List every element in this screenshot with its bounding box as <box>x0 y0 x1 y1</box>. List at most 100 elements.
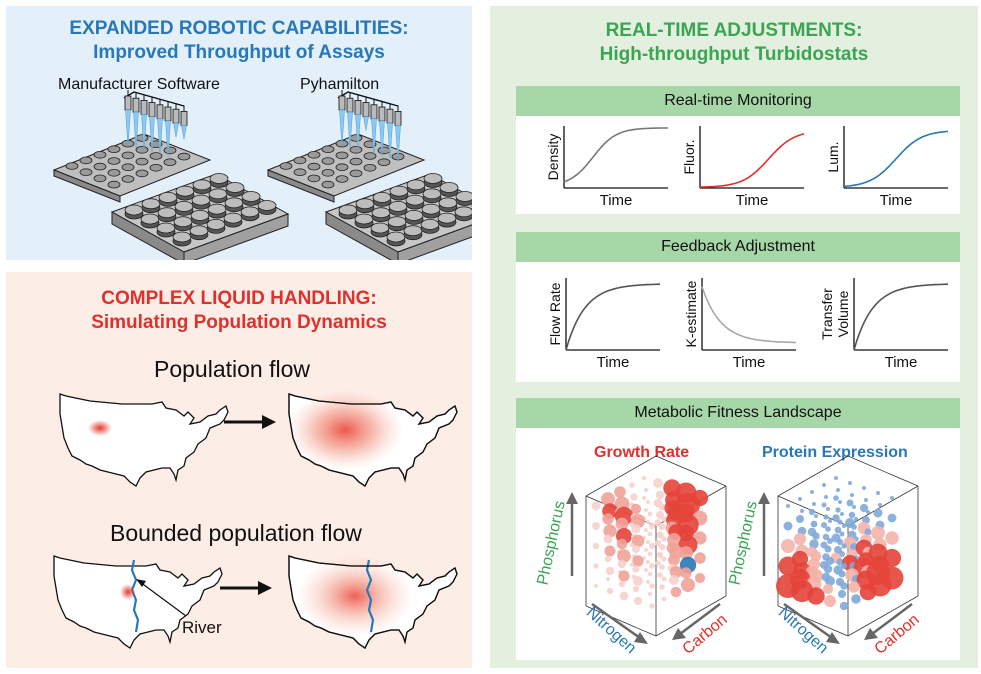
fitness-point <box>618 580 626 588</box>
fitness-point <box>658 543 666 551</box>
fitness-point <box>821 502 827 508</box>
pipette-channel <box>354 100 362 115</box>
fitness-point <box>647 511 653 517</box>
large-well <box>422 188 442 200</box>
fitness-point <box>661 516 667 522</box>
fitness-point <box>630 503 642 515</box>
river-pointer <box>136 579 187 617</box>
fitness-point <box>669 565 683 579</box>
realtime-title: REAL-TIME ADJUSTMENTS: <box>605 20 863 41</box>
pipette-channel <box>362 102 370 117</box>
large-well <box>140 213 160 225</box>
large-well <box>388 200 408 212</box>
axis-arrows <box>758 492 913 644</box>
curve <box>700 133 805 188</box>
small-well <box>363 152 377 160</box>
pipette-tip <box>141 114 147 151</box>
x-label: Time <box>733 354 766 371</box>
fitness-point <box>826 557 834 565</box>
fitness-point <box>838 500 842 504</box>
fitness-point <box>807 587 825 605</box>
fitness-point <box>809 539 819 549</box>
fitness-point <box>649 583 655 589</box>
cube-edge <box>777 455 849 497</box>
fitness-point <box>655 560 661 566</box>
plate-left <box>52 90 290 260</box>
fitness-point <box>658 503 666 511</box>
fitness-point <box>786 504 790 508</box>
curve <box>843 130 949 188</box>
river-label: River <box>182 618 222 637</box>
fitness-point <box>873 508 883 518</box>
fitness-point <box>629 542 635 548</box>
fitness-point <box>878 503 882 507</box>
fitness-point <box>619 591 629 601</box>
bounded-flow-label: Bounded population flow <box>110 520 362 546</box>
small-well <box>121 151 135 160</box>
pipette-channel <box>164 106 172 122</box>
large-well <box>387 216 407 228</box>
pipette-channel <box>386 108 394 124</box>
fitness-point <box>630 563 634 567</box>
population-spot-bounded <box>120 584 136 600</box>
large-well <box>175 185 195 197</box>
small-well <box>377 146 391 155</box>
fitness-point <box>812 532 820 540</box>
fitness-point <box>606 587 614 595</box>
pipette-channel <box>124 95 132 111</box>
fitness-point <box>836 558 844 566</box>
fitness-point <box>631 514 645 528</box>
large-well <box>209 173 229 184</box>
fitness-point <box>629 482 635 488</box>
pipette-tip <box>347 111 353 149</box>
fitness-point <box>606 577 610 581</box>
small-well <box>293 168 307 177</box>
small-well <box>377 158 391 167</box>
pipette-tip <box>379 120 385 158</box>
fitness-point <box>810 490 814 494</box>
feedback-header: Feedback Adjustment <box>516 232 960 262</box>
large-well <box>437 212 457 224</box>
fitness-point <box>828 519 832 523</box>
fitness-point <box>592 522 600 530</box>
pipette-channel <box>370 104 378 120</box>
fitness-point <box>824 595 836 607</box>
small-well <box>79 156 93 165</box>
small-well <box>121 163 135 172</box>
large-well <box>241 191 261 202</box>
small-well <box>307 151 321 159</box>
fitness-point <box>661 596 667 602</box>
fitness-point <box>632 555 644 567</box>
large-well <box>371 207 391 219</box>
pipette-tip <box>173 122 179 138</box>
small-well <box>65 162 79 170</box>
pipette-channel <box>156 104 164 120</box>
small-well <box>121 175 135 183</box>
large-well <box>190 209 210 221</box>
fitness-point <box>632 565 640 573</box>
curve <box>853 283 948 351</box>
large-well <box>191 194 211 206</box>
large-well <box>421 203 441 215</box>
fitness-point <box>647 531 653 537</box>
large-well <box>423 173 443 184</box>
fitness-point <box>821 522 827 528</box>
large-well <box>156 222 176 234</box>
fitness-point <box>838 590 846 598</box>
small-plate <box>266 133 426 203</box>
landscape-card: Metabolic Fitness Landscape Growth Rate … <box>516 398 960 660</box>
plate-illustrations <box>52 90 472 260</box>
small-well <box>79 168 93 177</box>
population-spread <box>287 390 403 470</box>
fitness-point <box>646 540 650 544</box>
fitness-point <box>592 542 600 550</box>
fitness-point <box>630 493 638 501</box>
curve <box>563 127 669 183</box>
fitness-point <box>648 522 656 530</box>
small-well <box>149 164 163 172</box>
fitness-point <box>864 528 872 536</box>
large-well <box>173 216 193 228</box>
fitness-point <box>641 475 647 481</box>
